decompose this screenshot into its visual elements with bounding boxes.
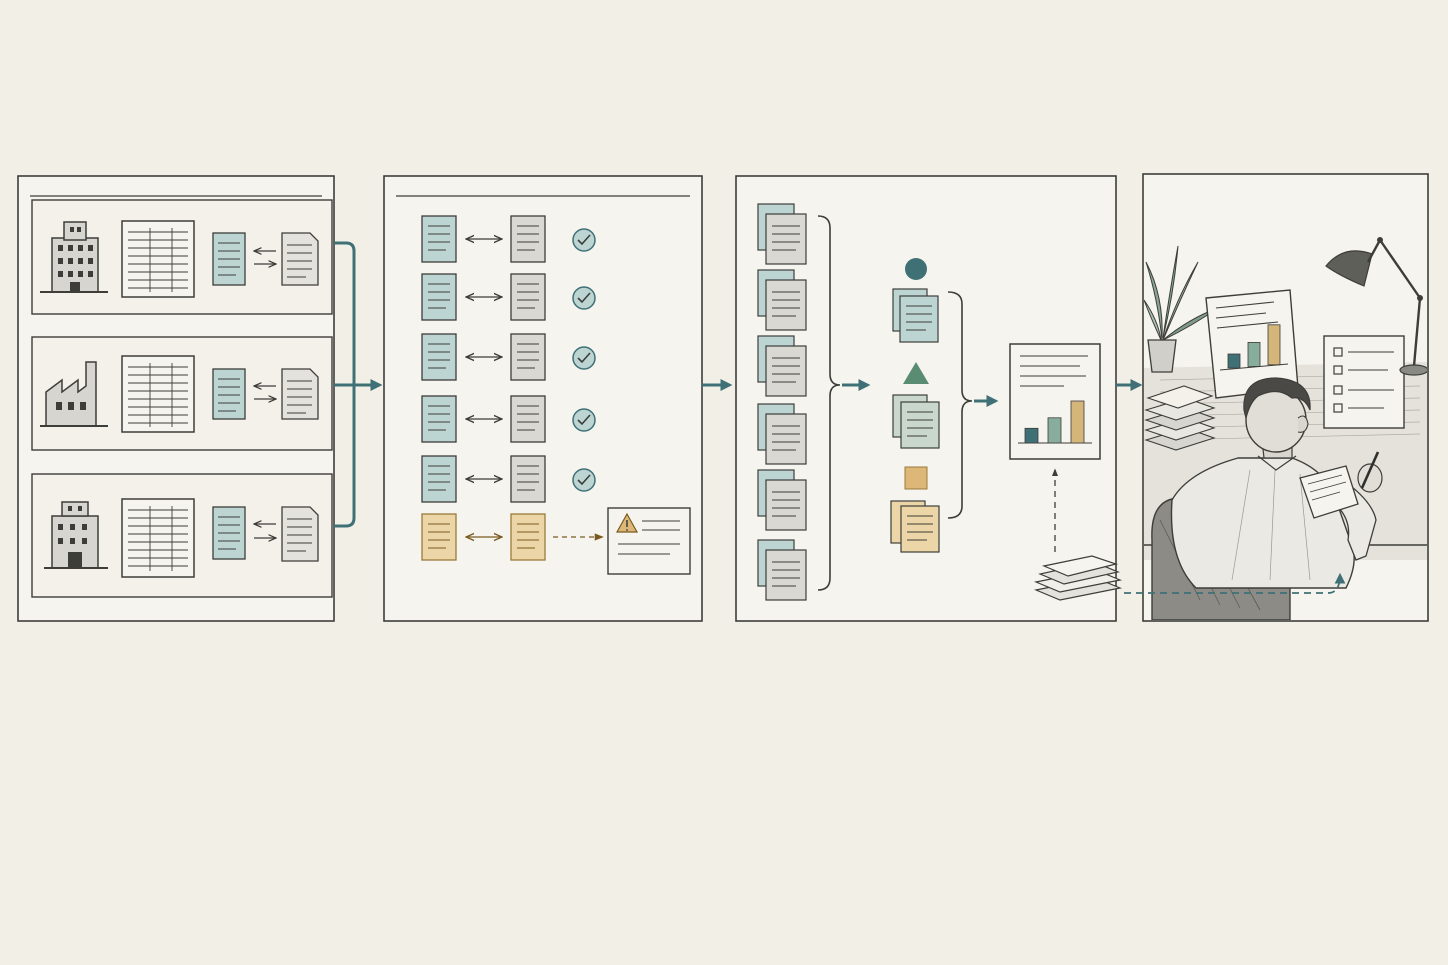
matched-pair-row xyxy=(421,395,596,443)
matched-pair-row xyxy=(421,273,596,321)
sources-panel xyxy=(17,175,335,622)
document-stack xyxy=(757,335,807,397)
wall-report-bar xyxy=(1267,324,1281,366)
bar-chart-icon xyxy=(1024,400,1085,444)
source-document-icon xyxy=(421,273,457,321)
sources-merge-connector xyxy=(334,241,383,528)
check-circle-icon xyxy=(572,228,596,252)
paper-pile-icon xyxy=(1033,555,1123,601)
report-bar xyxy=(1070,400,1085,444)
document-stacks xyxy=(757,203,807,601)
spreadsheet-icon xyxy=(121,220,195,298)
ledger-document-icon xyxy=(510,395,546,443)
group-square xyxy=(890,466,940,553)
reconciliation-panel xyxy=(383,175,703,622)
check-circle-icon xyxy=(572,468,596,492)
document-stack xyxy=(757,403,807,465)
source-card-factory xyxy=(31,336,333,451)
categorization-panel xyxy=(735,175,1123,622)
source-document-icon xyxy=(421,215,457,263)
document-exchange-icon xyxy=(212,368,319,420)
civic-building-icon xyxy=(44,501,108,569)
source-card-office xyxy=(31,199,333,315)
matched-pair-row xyxy=(421,215,596,263)
source-document-icon xyxy=(421,333,457,381)
document-stack xyxy=(757,539,807,601)
document-stack xyxy=(757,269,807,331)
ledger-document-icon xyxy=(510,455,546,503)
check-circle-icon xyxy=(572,346,596,370)
flagged-pair-row xyxy=(421,507,691,575)
person-reviewing-icon xyxy=(1151,377,1383,620)
document-stack-icon xyxy=(1144,385,1216,451)
stacks-brace xyxy=(817,215,841,591)
desk-lamp-icon xyxy=(1325,237,1427,376)
matched-pair-row xyxy=(421,333,596,381)
report-icon xyxy=(1205,289,1299,399)
matched-pair-row xyxy=(421,455,596,503)
document-stack xyxy=(757,203,807,265)
source-card-civic xyxy=(31,473,333,598)
report-bar xyxy=(1047,417,1062,444)
wall-report-bar xyxy=(1247,341,1261,367)
feedback-dashed-to-reviewer xyxy=(1124,572,1346,594)
wall-bar-chart-icon xyxy=(1227,324,1281,369)
source-document-icon xyxy=(421,395,457,443)
summary-report xyxy=(1009,343,1101,460)
groups-brace xyxy=(947,291,973,519)
document-exchange-icon xyxy=(212,232,319,286)
report-bar xyxy=(1024,427,1039,444)
review-panel xyxy=(1142,173,1429,622)
triangle-marker-icon xyxy=(903,362,929,384)
check-circle-icon xyxy=(572,408,596,432)
factory-icon xyxy=(40,361,108,427)
square-marker-icon xyxy=(904,466,928,490)
office-building-icon xyxy=(40,221,108,293)
plant-icon xyxy=(1144,245,1219,373)
wall-report-bar xyxy=(1227,353,1241,369)
group-triangle xyxy=(892,362,940,449)
check-circle-icon xyxy=(572,286,596,310)
checklist-icon xyxy=(1323,335,1405,429)
exception-note xyxy=(607,507,691,575)
document-exchange-icon xyxy=(212,506,319,562)
spreadsheet-icon xyxy=(121,498,195,578)
ledger-document-icon xyxy=(510,333,546,381)
source-document-icon xyxy=(421,455,457,503)
spreadsheet-icon xyxy=(121,355,195,433)
ledger-document-icon xyxy=(510,215,546,263)
group-circle xyxy=(892,258,939,343)
circle-marker-icon xyxy=(905,258,927,280)
matched-pairs-list xyxy=(421,215,596,503)
document-stack xyxy=(757,469,807,531)
ledger-document-icon xyxy=(510,273,546,321)
